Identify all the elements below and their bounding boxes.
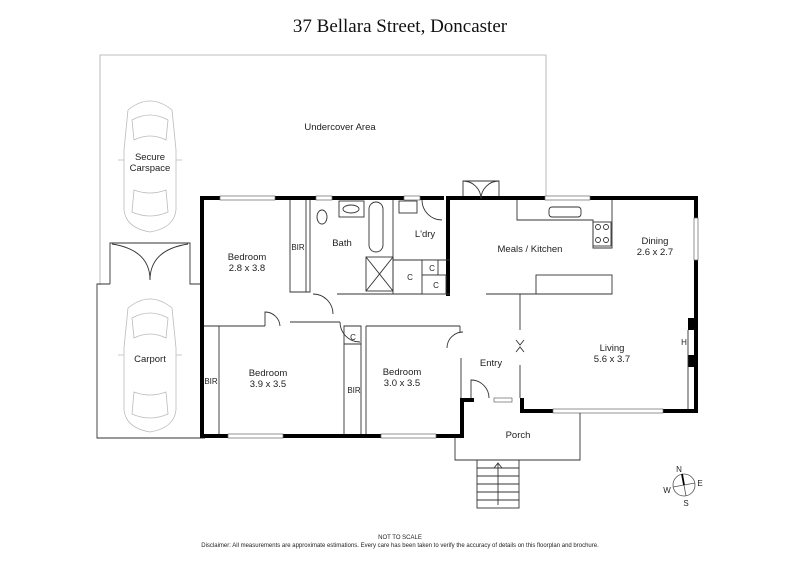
disclaimer: Disclaimer: All measurements are approxi… — [201, 543, 599, 549]
room-label-laundry: L'dry — [415, 229, 436, 240]
room-size-living: 5.6 x 3.7 — [594, 354, 630, 365]
room-label-porch: Porch — [506, 430, 531, 441]
car-icon — [118, 298, 182, 433]
room-label-secure-carspace-2: Carspace — [130, 163, 171, 174]
kitchen-bench — [516, 200, 613, 295]
bir-label: BIR — [204, 377, 218, 386]
compass-west-label: W — [663, 486, 671, 495]
doors — [264, 180, 525, 399]
porch-and-steps — [454, 413, 581, 509]
heater-label: H — [681, 338, 687, 347]
windows — [219, 195, 699, 439]
compass-icon — [672, 473, 696, 497]
room-label-entry: Entry — [480, 358, 502, 369]
car-icon — [118, 100, 182, 233]
room-label-living: Living — [600, 343, 625, 354]
room-label-carport: Carport — [134, 354, 166, 365]
room-label-dining: Dining — [642, 236, 669, 247]
room-label-bedroom-3: Bedroom — [383, 367, 422, 378]
undercover-area-outline — [99, 54, 547, 285]
room-size-bedroom-2: 3.9 x 3.5 — [250, 379, 286, 390]
room-label-bedroom-2: Bedroom — [249, 368, 288, 379]
bir-label: BIR — [291, 243, 305, 252]
scale-note: NOT TO SCALE — [378, 535, 422, 541]
room-label-secure-carspace: Secure — [135, 152, 165, 163]
exterior-walls — [200, 196, 698, 438]
cupboard-label: C — [429, 264, 435, 273]
room-size-bedroom-1: 2.8 x 3.8 — [229, 263, 265, 274]
bathroom-fixtures — [316, 200, 418, 292]
room-size-bedroom-3: 3.0 x 3.5 — [384, 378, 420, 389]
bir-label: BIR — [347, 386, 361, 395]
footer: NOT TO SCALE Disclaimer: All measurement… — [0, 534, 800, 550]
room-label-bath: Bath — [332, 238, 352, 249]
room-label-bedroom-1: Bedroom — [228, 252, 267, 263]
interior-walls — [204, 200, 689, 434]
cupboard-label: C — [350, 333, 356, 342]
room-label-undercover-area: Undercover Area — [304, 122, 376, 133]
compass-north-label: N — [676, 465, 682, 474]
carport-outline — [96, 242, 205, 439]
room-label-meals-kitchen: Meals / Kitchen — [498, 244, 563, 255]
cupboard-label: C — [433, 281, 439, 290]
compass-south-label: S — [683, 499, 688, 508]
cupboard-label: C — [407, 273, 413, 282]
compass-east-label: E — [697, 479, 702, 488]
room-size-dining: 2.6 x 2.7 — [637, 247, 673, 258]
floorplan-title: 37 Bellara Street, Doncaster — [292, 16, 508, 37]
